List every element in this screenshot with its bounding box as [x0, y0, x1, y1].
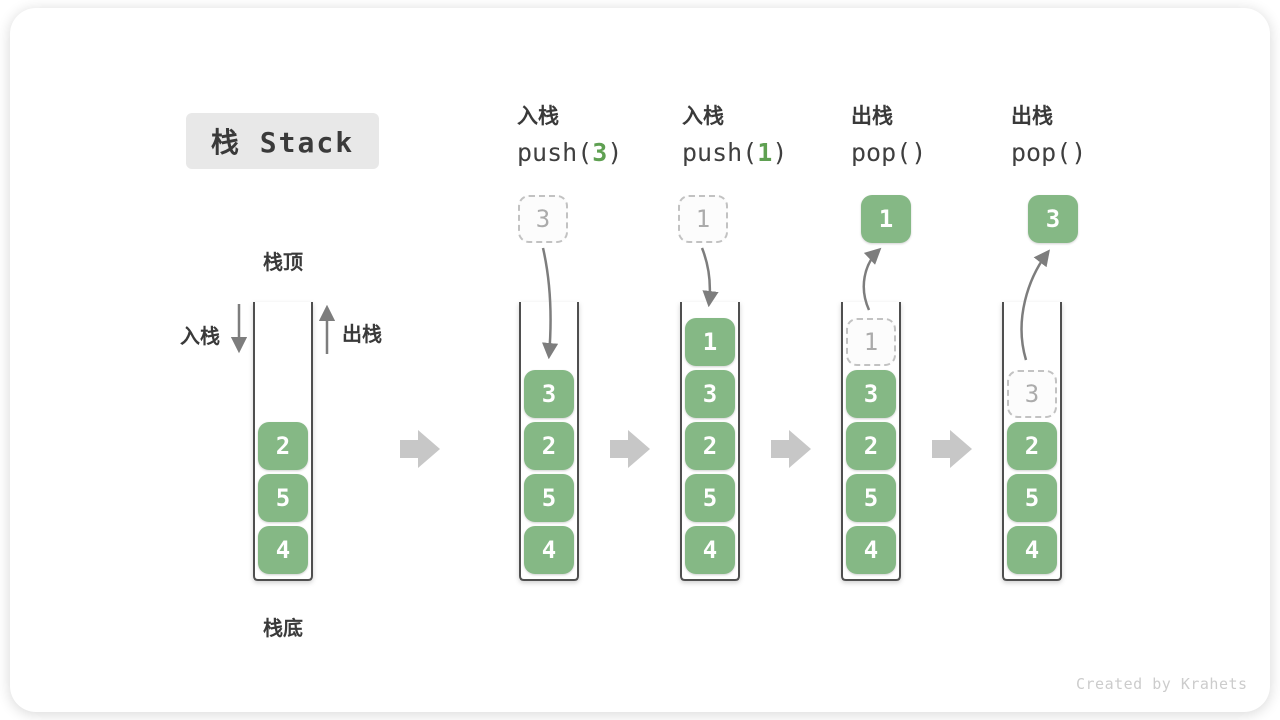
operation-code: push(1) — [682, 138, 852, 167]
stack-top-label: 栈顶 — [263, 252, 303, 274]
push-side-label: 入栈 — [180, 326, 220, 348]
code-text: ) — [911, 138, 927, 168]
title-text: 栈 Stack — [210, 126, 355, 159]
code-text: ) — [1071, 138, 1087, 168]
push-1-arrow — [700, 247, 719, 308]
stack-cell-initial-stack-2: 2 — [258, 422, 308, 470]
stack-cell-after-push-3-4: 4 — [524, 526, 574, 574]
stack-cell-after-push-1-2: 2 — [685, 422, 735, 470]
operation-label-after-push-1: 入栈 push(1) — [682, 104, 852, 167]
code-text: push( — [517, 138, 593, 168]
code-argument: 3 — [592, 138, 608, 168]
title-box: 栈 Stack — [186, 113, 379, 169]
stack-cell-after-push-1-4: 4 — [685, 526, 735, 574]
pop-3-arrow — [1020, 249, 1050, 361]
stack-cell-initial-stack-4: 4 — [258, 526, 308, 574]
step-arrow-4 — [932, 430, 972, 468]
operation-name: 入栈 — [682, 105, 724, 128]
stack-cell-after-push-1-3: 3 — [685, 370, 735, 418]
stack-cell-after-push-3-5: 5 — [524, 474, 574, 522]
step-arrow-3 — [771, 430, 811, 468]
code-text: push( — [682, 138, 758, 168]
pop-side-label: 出栈 — [342, 324, 382, 346]
stack-cell-after-pop-1-2: 2 — [846, 422, 896, 470]
stack-bottom-label: 栈底 — [263, 618, 303, 640]
push-3-arrow — [541, 247, 559, 360]
stack-cell-after-push-1-5: 5 — [685, 474, 735, 522]
step-arrow-2 — [610, 430, 650, 468]
code-text: ) — [607, 138, 623, 168]
incoming-value-box-1: 1 — [678, 195, 728, 243]
stack-cell-after-push-3-2: 2 — [524, 422, 574, 470]
stack-cell-after-push-3-3: 3 — [524, 370, 574, 418]
stack-cell-after-pop-1-4: 4 — [846, 526, 896, 574]
step-arrow-1 — [400, 430, 440, 468]
operation-name: 出栈 — [851, 105, 893, 128]
pop-1-arrow — [862, 247, 882, 311]
stack-cell-after-pop-3-5: 5 — [1007, 474, 1057, 522]
stack-cell-after-pop-1-3: 3 — [846, 370, 896, 418]
code-text: ) — [772, 138, 788, 168]
operation-label-after-push-3: 入栈 push(3) — [517, 104, 687, 167]
operation-label-after-pop-3: 出栈 pop() — [1011, 104, 1181, 167]
watermark-text: Created by Krahets — [1076, 675, 1248, 693]
operation-code: pop() — [1011, 138, 1181, 167]
operation-name: 入栈 — [517, 105, 559, 128]
popped-value-box-3: 3 — [1028, 195, 1078, 243]
stack-cell-after-pop-1-5: 5 — [846, 474, 896, 522]
code-text: pop( — [1011, 138, 1072, 168]
operation-code: pop() — [851, 138, 1021, 167]
stack-cell-dashed-after-pop-3-3: 3 — [1007, 370, 1057, 418]
stack-cell-initial-stack-5: 5 — [258, 474, 308, 522]
stack-cell-after-push-1-1: 1 — [685, 318, 735, 366]
popped-value-box-1: 1 — [861, 195, 911, 243]
code-argument: 1 — [757, 138, 773, 168]
stack-cell-after-pop-3-4: 4 — [1007, 526, 1057, 574]
code-text: pop( — [851, 138, 912, 168]
operation-name: 出栈 — [1011, 105, 1053, 128]
stack-cell-dashed-after-pop-1-1: 1 — [846, 318, 896, 366]
stack-cell-after-pop-3-2: 2 — [1007, 422, 1057, 470]
incoming-value-box-3: 3 — [518, 195, 568, 243]
operation-label-after-pop-1: 出栈 pop() — [851, 104, 1021, 167]
operation-code: push(3) — [517, 138, 687, 167]
